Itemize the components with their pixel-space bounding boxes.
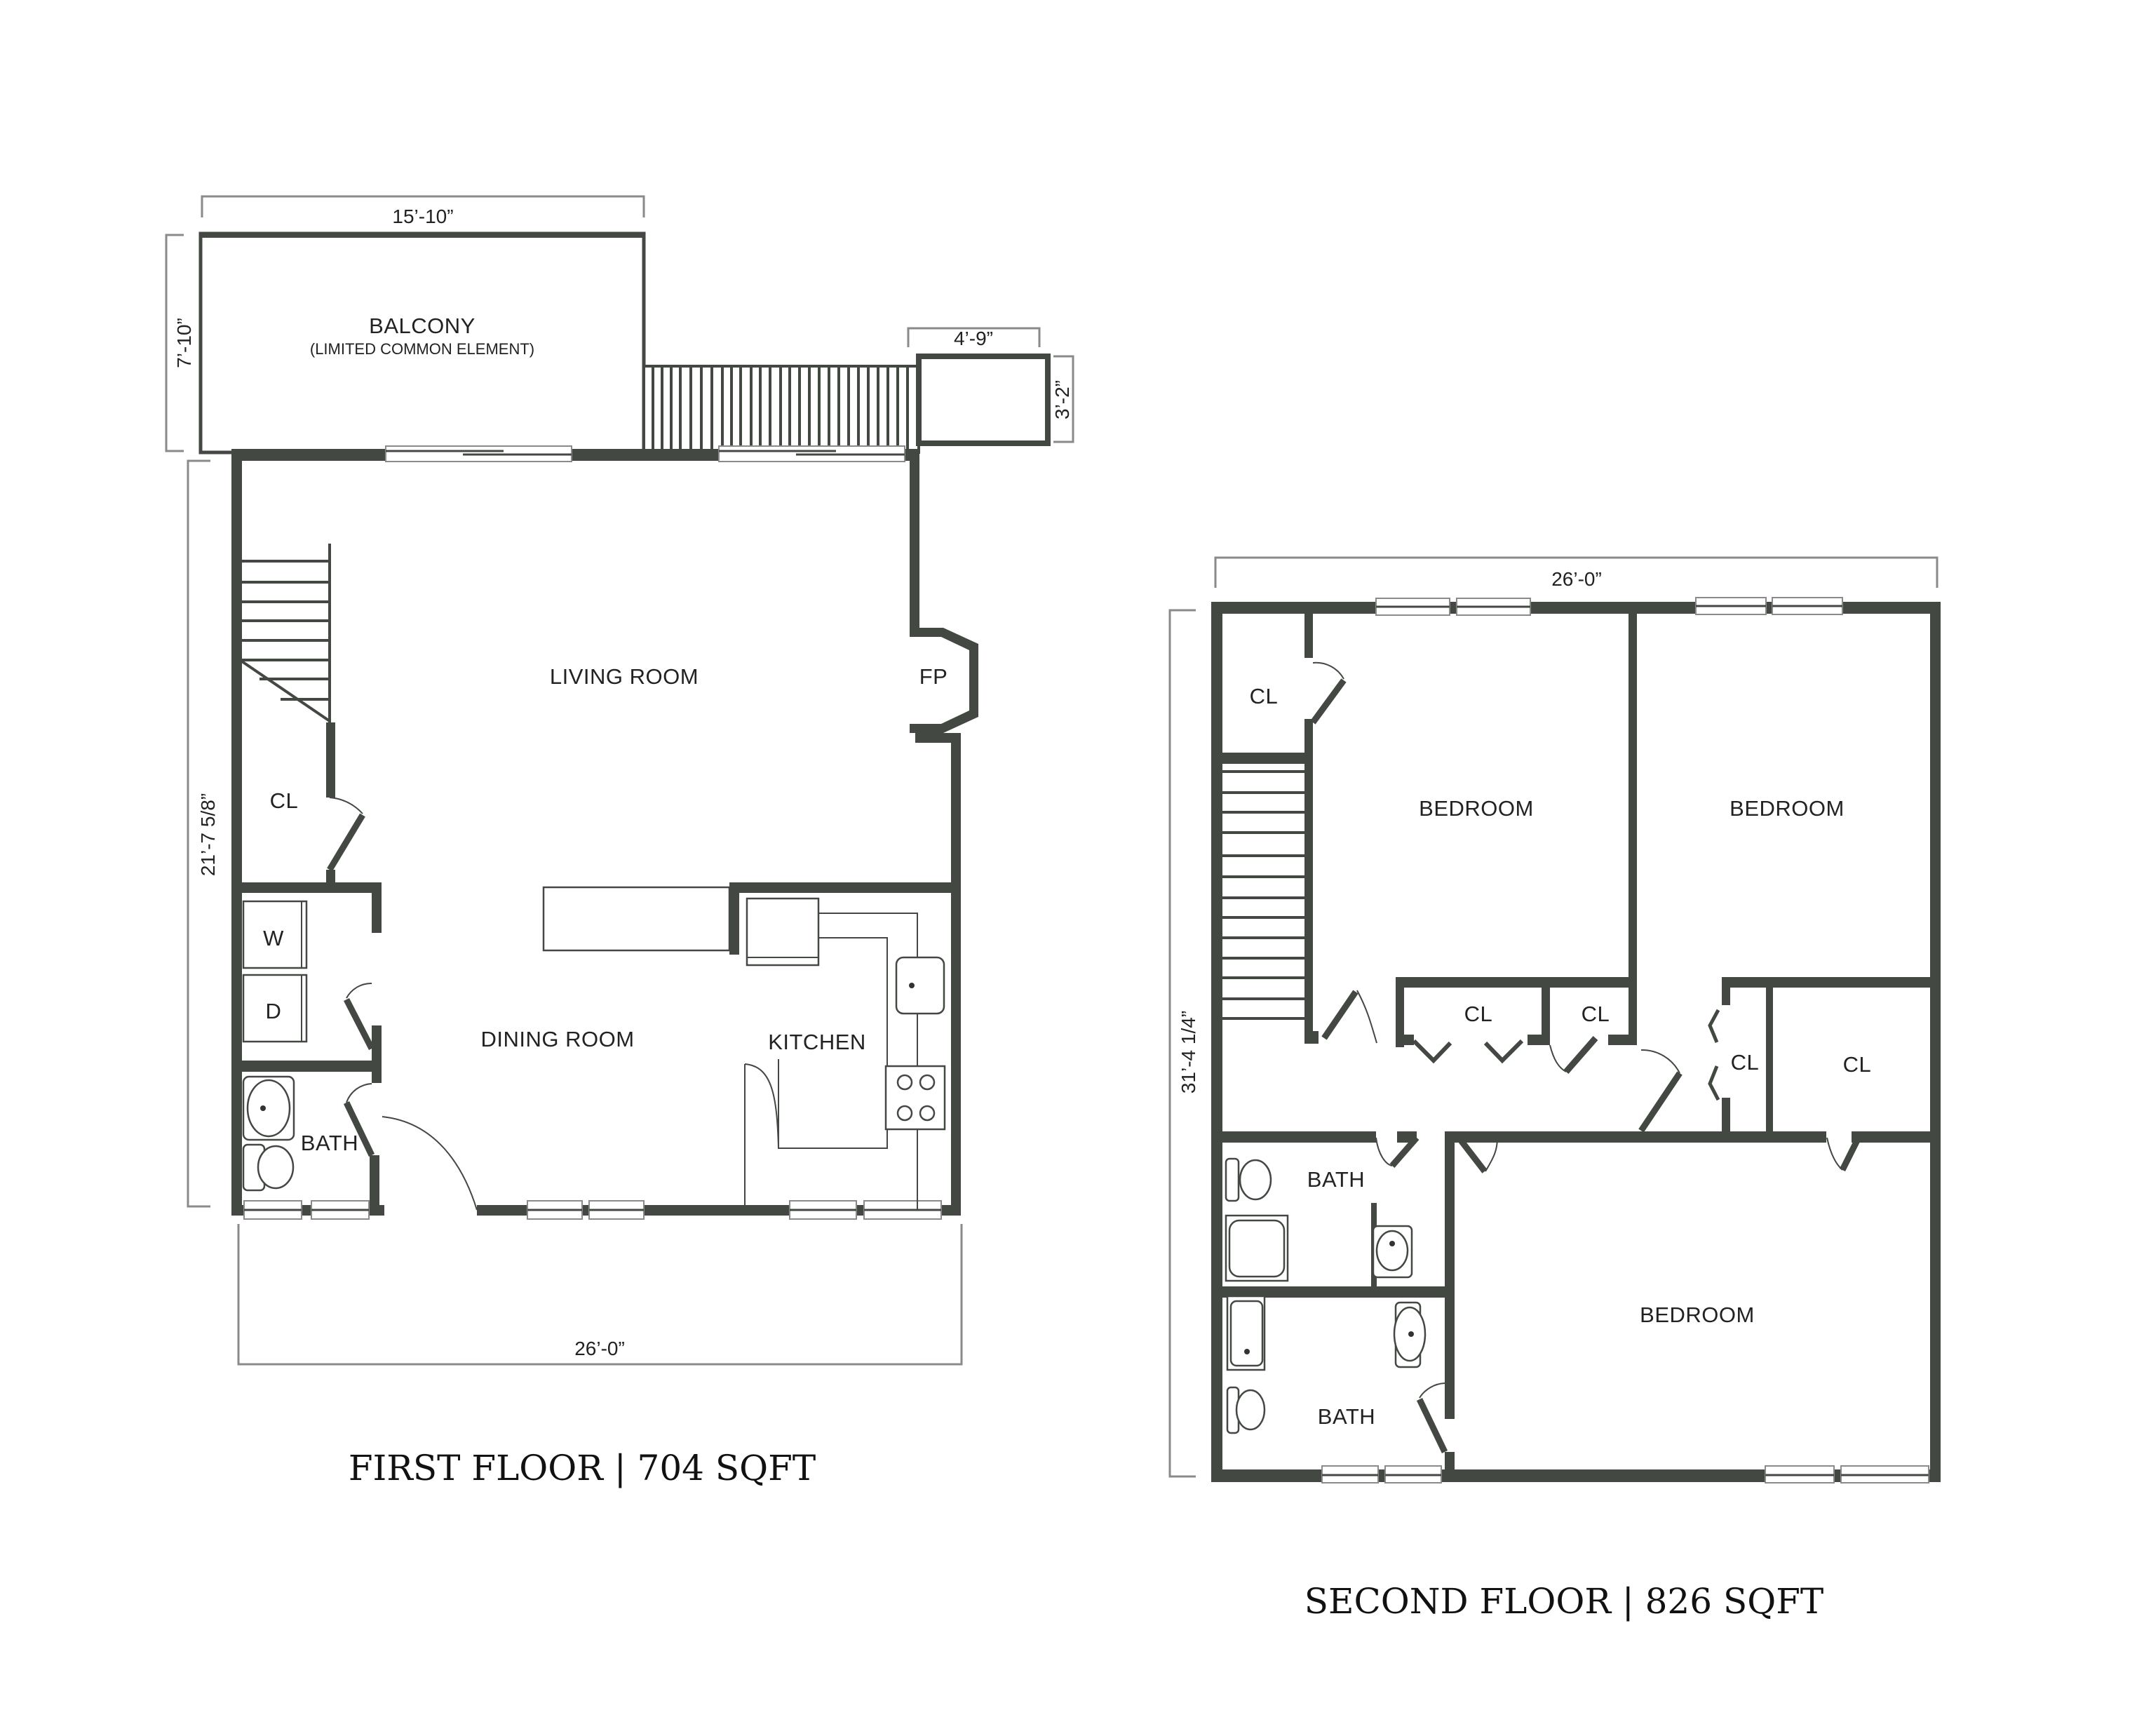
closet-door (327, 797, 365, 872)
bedroom-1-label: BEDROOM (1419, 796, 1534, 821)
closet-hall-2-label: CL (1582, 1002, 1610, 1026)
balcony-depth-dimension: 7’-10” (165, 234, 195, 452)
first-floor-plan: 15’-10” 7’-10” BALCONY (LIMITED COMMON E… (165, 195, 1074, 1488)
fireplace-label: FP (919, 664, 948, 689)
balcony-width-dimension: 15’-10” (201, 195, 645, 227)
second-floor-depth-label: 31’-4 1/4” (1178, 1011, 1199, 1094)
bedroom-3-label: BEDROOM (1640, 1303, 1755, 1327)
second-floor-plan: 26’-0” 31’-4 1/4” (1168, 556, 1941, 1622)
second-floor-doors (1310, 661, 1862, 1453)
second-floor-width-dimension: 26’-0” (1214, 556, 1938, 590)
second-floor-stairs (1222, 770, 1304, 1020)
landing: 4’-9” 3’-2” (907, 327, 1074, 446)
balcony-depth-label: 7’-10” (173, 318, 195, 368)
first-floor-depth-dimension: 21’-7 5/8” (187, 459, 219, 1208)
second-floor-bath-1: BATH (1225, 1157, 1413, 1282)
closet-label: CL (270, 788, 299, 813)
washer-label: W (263, 926, 284, 950)
closet-hall-1-label: CL (1464, 1002, 1493, 1026)
exterior-stairs (642, 365, 920, 454)
balcony: BALCONY (LIMITED COMMON ELEMENT) (198, 231, 646, 455)
interior-stairs (241, 544, 331, 722)
kitchen-label: KITCHEN (768, 1030, 866, 1054)
second-floor-top-windows (1375, 597, 1843, 616)
closet-top-left-label: CL (1250, 684, 1279, 708)
first-floor-title: FIRST FLOOR | 704 SQFT (349, 1448, 816, 1488)
closet-bedroom-2-label: CL (1843, 1052, 1872, 1077)
balcony-label: BALCONY (369, 314, 476, 338)
second-floor-bath-2: BATH (1226, 1295, 1427, 1434)
second-floor-bottom-windows (1321, 1465, 1929, 1483)
second-floor-title: SECOND FLOOR | 826 SQFT (1304, 1581, 1824, 1622)
kitchen-island (542, 886, 731, 952)
first-floor-depth-label: 21’-7 5/8” (197, 793, 219, 876)
second-floor-walls (1211, 602, 1941, 1482)
first-floor-top-windows (385, 445, 905, 462)
balcony-width-label: 15’-10” (392, 206, 453, 227)
dining-room-label: DINING ROOM (480, 1027, 634, 1051)
first-floor-bath: BATH (242, 1075, 478, 1211)
balcony-note: (LIMITED COMMON ELEMENT) (310, 340, 534, 358)
landing-width-label: 4’-9” (954, 328, 993, 349)
first-floor-bottom-windows (243, 1200, 942, 1220)
living-room-label: LIVING ROOM (550, 664, 699, 689)
first-floor-walls (231, 449, 978, 1216)
second-floor-depth-dimension: 31’-4 1/4” (1168, 609, 1199, 1478)
closet-hall-3-label: CL (1731, 1050, 1760, 1075)
second-floor-width-label: 26’-0” (1551, 568, 1602, 590)
first-floor-width-dimension: 26’-0” (237, 1224, 963, 1366)
bedroom-2-label: BEDROOM (1729, 796, 1845, 821)
landing-depth-label: 3’-2” (1051, 380, 1073, 419)
first-floor-width-label: 26’-0” (574, 1338, 625, 1359)
bath-2-label: BATH (1318, 1404, 1375, 1429)
dryer-label: D (266, 999, 282, 1023)
kitchen: KITCHEN (744, 897, 946, 1210)
bath-label: BATH (301, 1131, 358, 1155)
laundry: W D (242, 900, 375, 1051)
bath-1-label: BATH (1307, 1167, 1365, 1192)
